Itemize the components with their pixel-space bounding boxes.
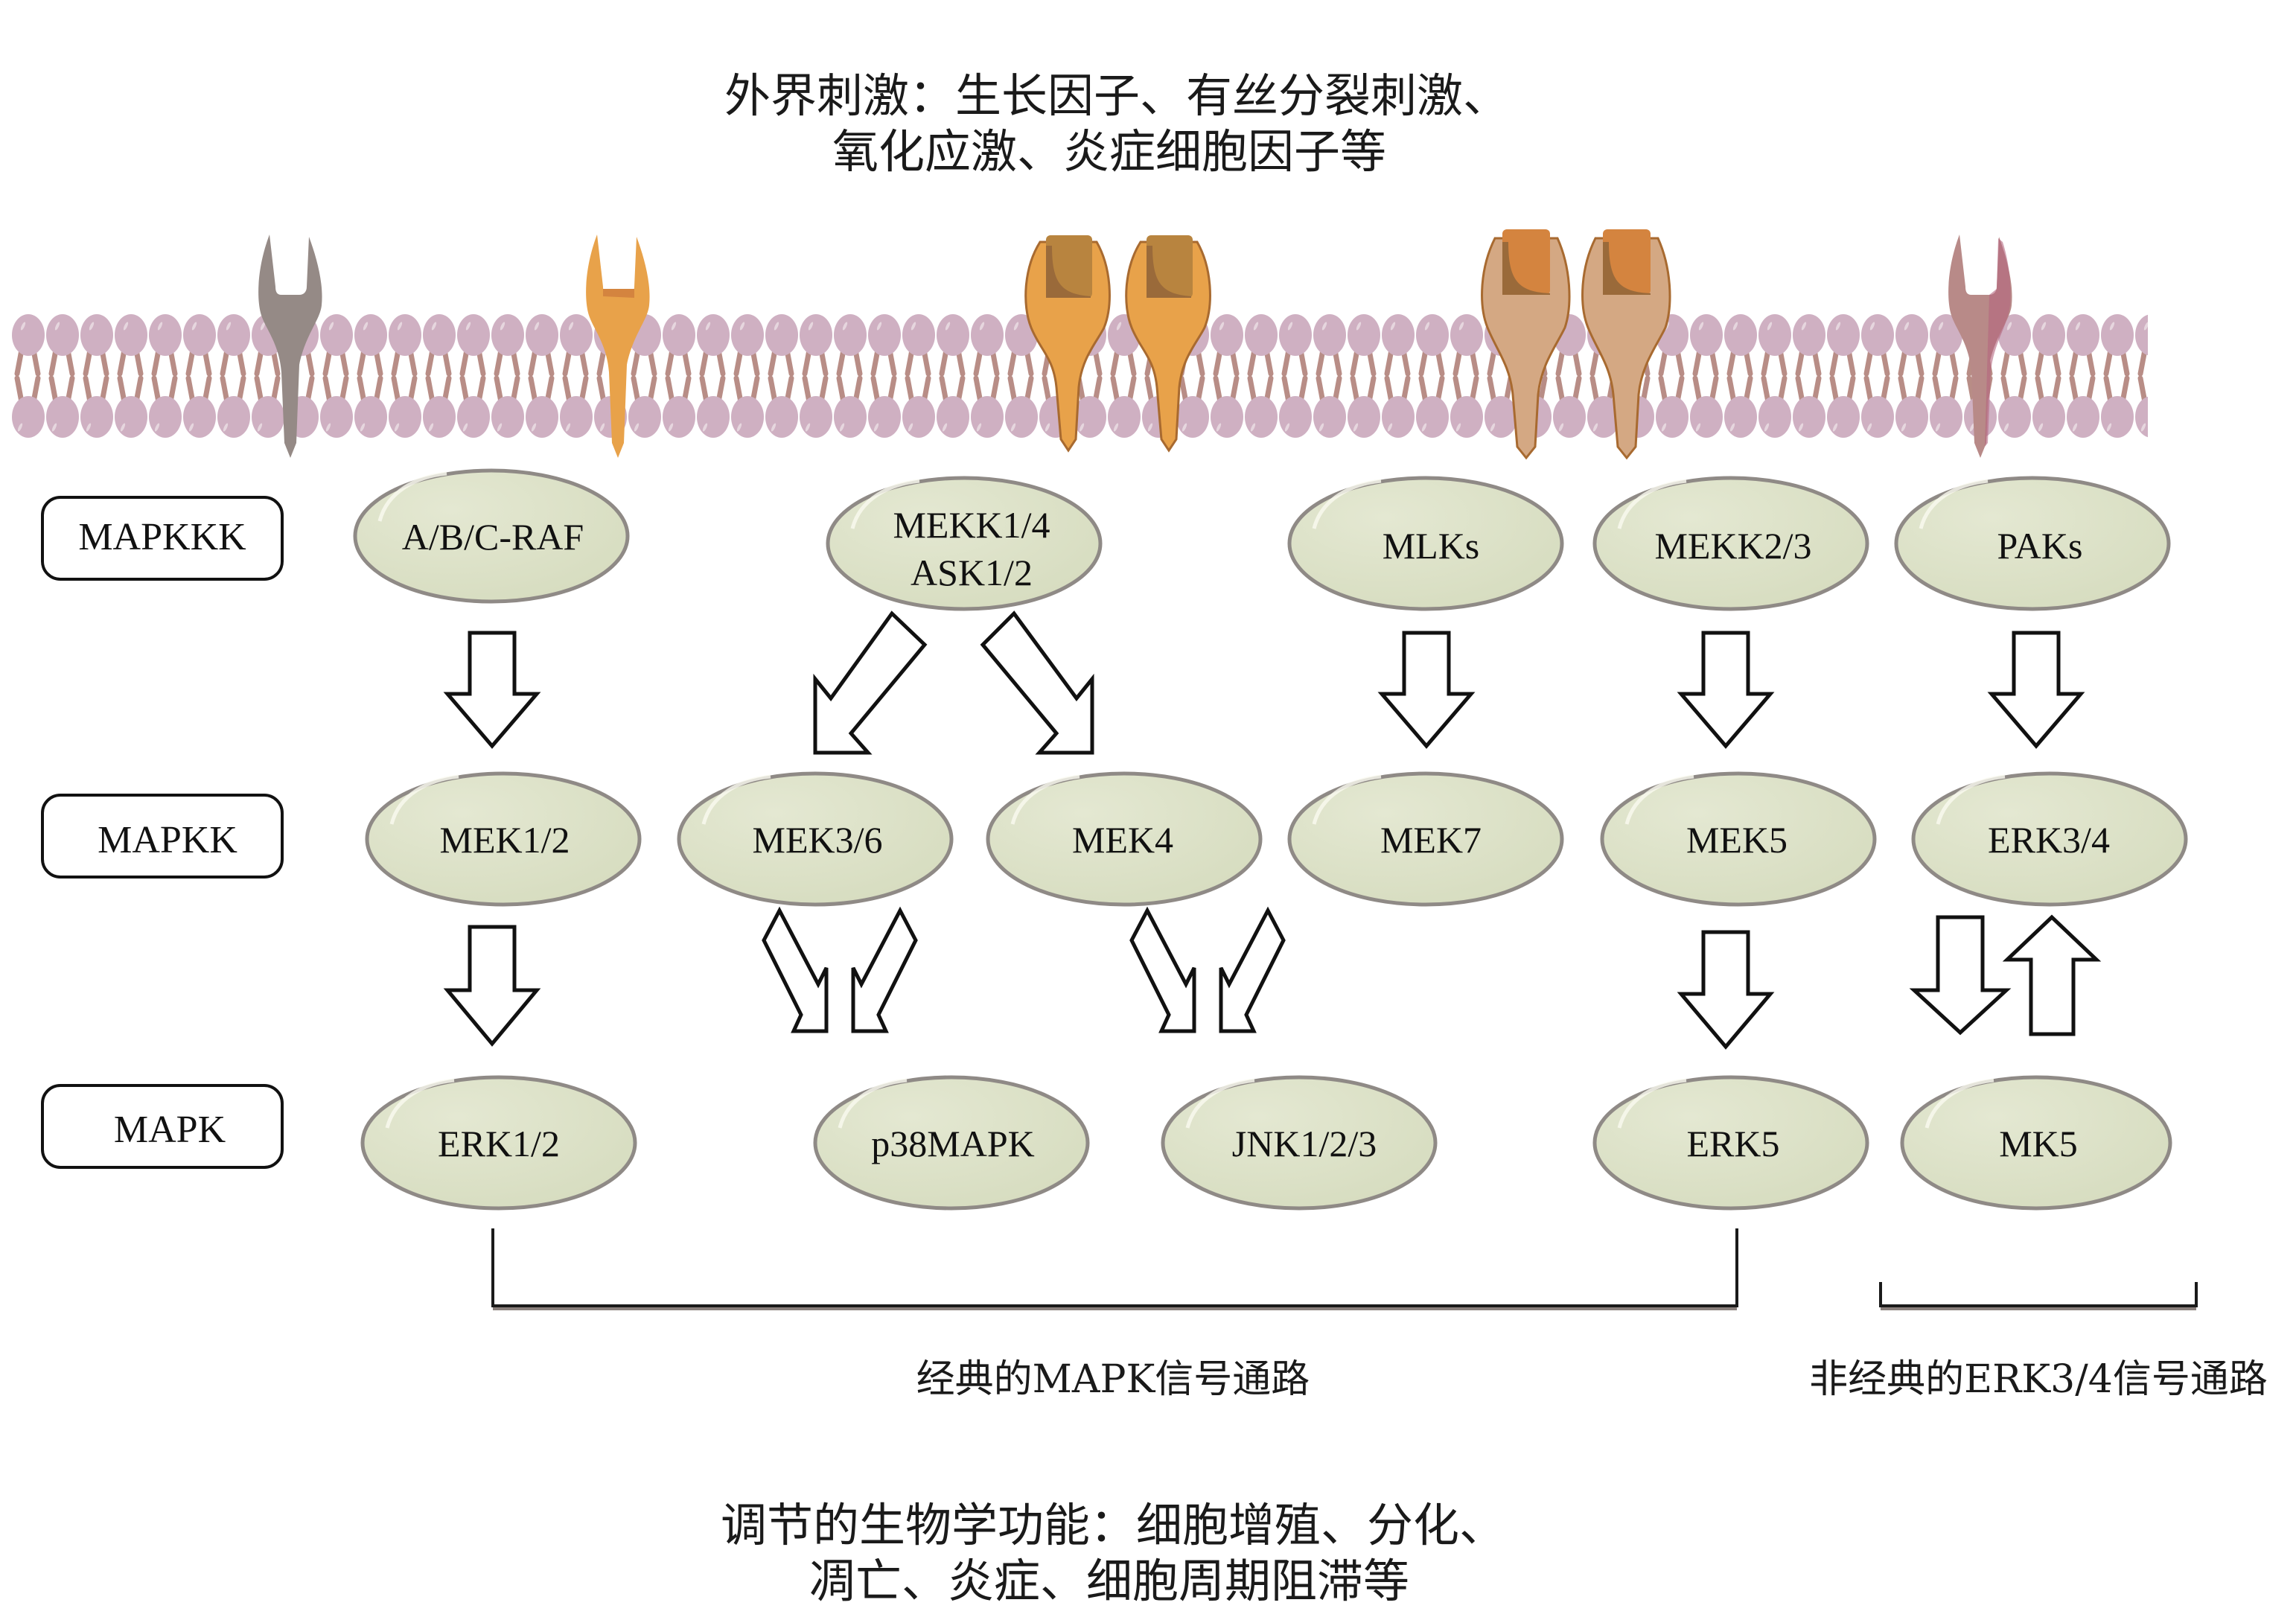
arrow-mk5-to-erk34 <box>2002 914 2102 1036</box>
receptors <box>258 229 2012 460</box>
arrow-mek5-to-erk5 <box>1677 930 1775 1050</box>
arrow-mek7-to-jnk <box>1219 906 1286 1033</box>
node-label-mek5: MEK5 <box>1686 819 1788 861</box>
level-box-mapkkk <box>41 496 284 581</box>
arrow-mekk23-to-mek5 <box>1677 631 1775 749</box>
receptor-orange-icon <box>586 235 650 458</box>
node-mek4: MEK4 <box>986 771 1263 907</box>
node-label-mlks: MLKs <box>1383 525 1480 567</box>
node-mek7: MEK7 <box>1287 771 1564 907</box>
node-mek5: MEK5 <box>1600 771 1877 907</box>
level-label-mapk: MAPK <box>41 1084 284 1169</box>
arrow-erk34-to-mk5 <box>1909 915 2012 1036</box>
node-label-mk5: MK5 <box>1999 1123 2078 1164</box>
node-p38: p38MAPK <box>813 1075 1090 1211</box>
node-label-raf: A/B/C-RAF <box>402 516 584 558</box>
node-mekk14-ask12: MEKK1/4 ASK1/2 <box>826 476 1103 611</box>
node-label-erk12: ERK1/2 <box>438 1123 560 1164</box>
level-label-mapkkk: MAPKKK <box>41 496 284 581</box>
kinase-nodes: A/B/C-RAF MEKK1/4 ASK1/2 MLKs MEKK2/3 PA… <box>353 468 2188 1211</box>
node-mk5: MK5 <box>1900 1075 2172 1211</box>
node-label-p38: p38MAPK <box>871 1123 1034 1164</box>
node-label-mek7: MEK7 <box>1380 819 1482 861</box>
arrow-paks-to-erk34 <box>1987 631 2085 749</box>
node-label-paks: PAKs <box>1997 525 2083 567</box>
function-line2: 凋亡、炎症、细胞周期阻滞等 <box>809 1554 1409 1608</box>
classic-pathway-bracket: 经典的MAPK信号通路 <box>491 1228 1738 1402</box>
arrow-mek4-to-jnk <box>1129 906 1196 1033</box>
level-text-mapk: MAPK <box>114 1109 226 1151</box>
classic-pathway-label: 经典的MAPK信号通路 <box>916 1357 1310 1402</box>
stimulus-title: 外界刺激：生长因子、有丝分裂刺激、 氧化应激、炎症细胞因子等 <box>724 68 1509 179</box>
node-mekk23: MEKK2/3 <box>1592 476 1869 611</box>
node-label-mek36: MEK3/6 <box>753 819 883 861</box>
node-mek36: MEK3/6 <box>677 771 954 907</box>
level-box-mapk <box>41 1084 284 1169</box>
function-line1: 调节的生物学功能：细胞增殖、分化、 <box>721 1498 1505 1552</box>
level-label-mapkk: MAPKK <box>41 794 284 879</box>
node-raf: A/B/C-RAF <box>353 468 630 604</box>
node-erk12: ERK1/2 <box>360 1075 637 1211</box>
arrow-mekk14-to-mek4 <box>980 610 1094 755</box>
biological-function-text: 调节的生物学功能：细胞增殖、分化、 凋亡、炎症、细胞周期阻滞等 <box>721 1498 1505 1608</box>
node-label-jnk: JNK1/2/3 <box>1232 1123 1377 1164</box>
node-paks: PAKs <box>1894 476 2171 611</box>
membrane-inner-leaflet <box>11 395 2148 439</box>
receptor-tan-dimer-icon <box>1481 229 1671 460</box>
arrow-mek36-to-p38 <box>762 906 829 1033</box>
node-jnk: JNK1/2/3 <box>1161 1075 1438 1211</box>
pathway-arrows <box>443 610 2102 1050</box>
node-label-erk34: ERK3/4 <box>1988 819 2110 861</box>
node-mek12: MEK1/2 <box>365 771 642 907</box>
stimulus-title-line2: 氧化应激、炎症细胞因子等 <box>832 124 1386 179</box>
node-label-ask12: ASK1/2 <box>911 552 1033 593</box>
receptor-mauve-icon <box>1948 235 2012 458</box>
arrow-mek12-to-erk12 <box>443 925 541 1047</box>
arrow-mek4-to-p38 <box>851 906 918 1033</box>
atypical-pathway-label: 非经典的ERK3/4信号通路 <box>1809 1357 2268 1402</box>
arrow-mekk14-to-mek36 <box>813 610 928 755</box>
receptor-orange-dimer-icon <box>1024 235 1211 453</box>
level-box-mapkk <box>41 794 284 879</box>
level-text-mapkk: MAPKK <box>98 819 237 861</box>
level-text-mapkkk: MAPKKK <box>78 516 246 558</box>
arrow-raf-to-mek12 <box>443 631 541 749</box>
arrow-mlks-to-mek7 <box>1377 631 1476 749</box>
node-label-mekk23: MEKK2/3 <box>1654 525 1811 567</box>
node-label-mek12: MEK1/2 <box>440 819 570 861</box>
receptor-gray-icon <box>258 235 322 458</box>
stimulus-title-line1: 外界刺激：生长因子、有丝分裂刺激、 <box>724 68 1509 123</box>
node-label-mek4: MEK4 <box>1072 819 1173 861</box>
atypical-pathway-bracket: 非经典的ERK3/4信号通路 <box>1809 1282 2268 1402</box>
node-label-erk5: ERK5 <box>1687 1123 1780 1164</box>
node-label-mekk14: MEKK1/4 <box>893 504 1050 546</box>
node-mlks: MLKs <box>1287 476 1564 611</box>
node-erk5: ERK5 <box>1592 1075 1869 1211</box>
node-erk34: ERK3/4 <box>1911 771 2188 907</box>
